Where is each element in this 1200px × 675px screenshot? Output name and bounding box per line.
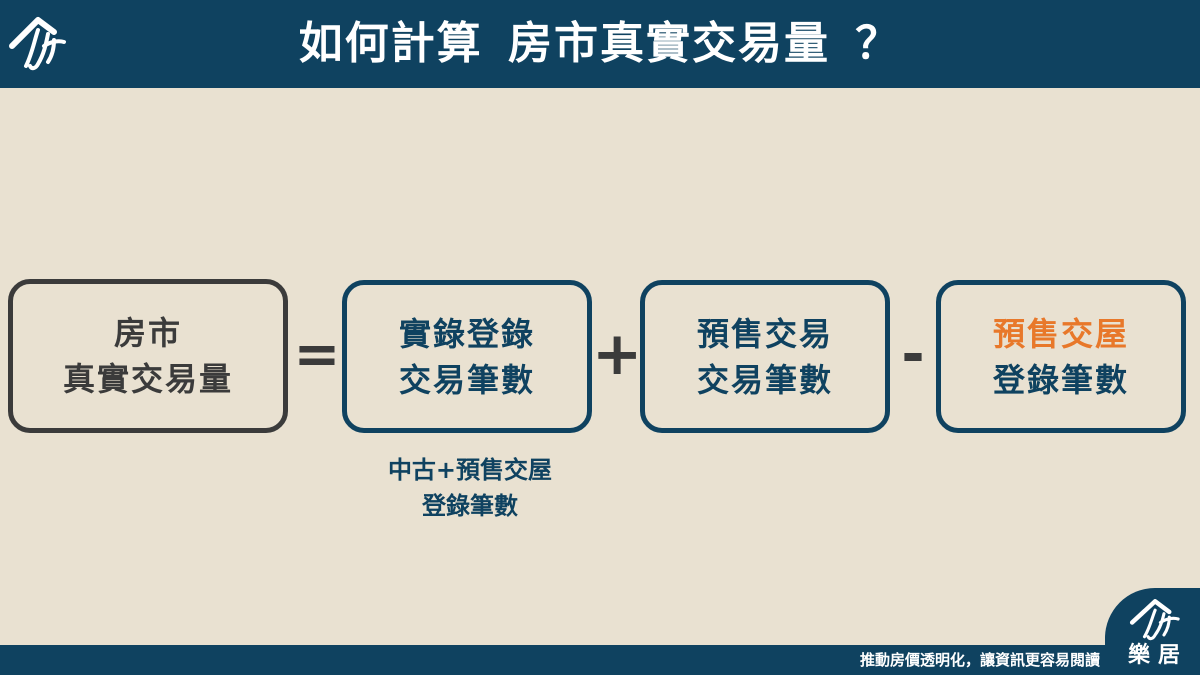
leju-logo-icon <box>9 17 66 71</box>
leju-logo-icon <box>1129 599 1180 641</box>
box2-line2: 交易筆數 <box>696 360 833 399</box>
box3-line2: 登錄筆數 <box>992 360 1129 399</box>
box1-footnote: 中古+預售交屋 登錄筆數 <box>360 452 580 524</box>
equals-sign: = <box>293 322 341 387</box>
box3-line1: 預售交屋 <box>992 314 1129 353</box>
box1-line2: 交易筆數 <box>398 360 535 399</box>
box-presale-handover: 預售交屋 登錄筆數 <box>936 280 1186 433</box>
plus-sign: + <box>592 319 643 389</box>
page-title: 如何計算 房市真實交易量 ？ <box>298 18 902 69</box>
box1-line1: 實錄登錄 <box>398 314 535 353</box>
footer-bar <box>0 645 1200 675</box>
footer-slogan: 推動房價透明化，讓資訊更容易閱讀 <box>859 651 1100 669</box>
box-presale-transactions: 預售交易 交易筆數 <box>640 280 890 433</box>
note-line2: 登錄筆數 <box>422 492 518 520</box>
header-bar <box>0 0 1200 88</box>
box2-line1: 預售交易 <box>696 314 833 353</box>
note-line1: 中古+預售交屋 <box>387 456 553 484</box>
minus-sign: - <box>901 322 925 387</box>
box-registered-transactions: 實錄登錄 交易筆數 <box>342 280 592 433</box>
brand-name: 樂居 <box>1127 643 1188 668</box>
result-box-line1: 房市 <box>113 314 182 352</box>
result-box-line2: 真實交易量 <box>62 360 233 398</box>
result-box-market-volume: 房市 真實交易量 <box>8 279 288 433</box>
